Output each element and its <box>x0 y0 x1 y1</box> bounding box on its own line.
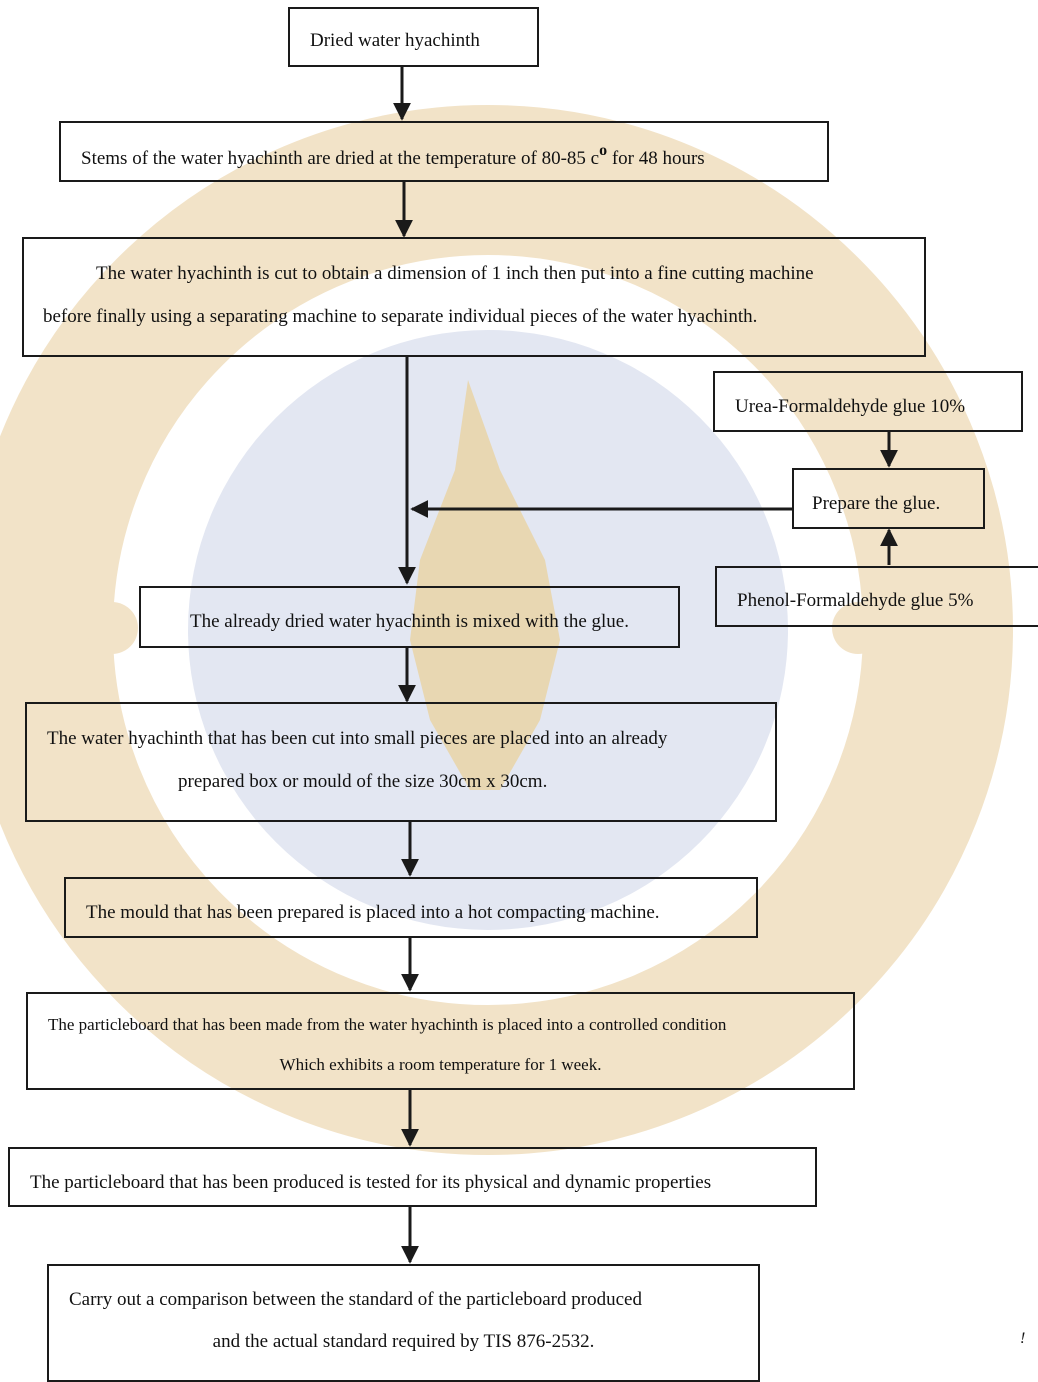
step-conditioning: The particleboard that has been made fro… <box>26 992 855 1090</box>
step-9-line-2: and the actual standard required by TIS … <box>212 1331 595 1352</box>
step-6-text: The mould that has been prepared is plac… <box>86 902 660 923</box>
stray-mark: ! <box>1020 1330 1026 1347</box>
step-drying: Stems of the water hyachinth are dried a… <box>59 121 829 182</box>
urea-glue-text: Urea-Formaldehyde glue 10% <box>735 396 966 417</box>
phenol-glue-text: Phenol-Formaldehyde glue 5% <box>737 590 974 611</box>
step-hot-compacting: The mould that has been prepared is plac… <box>64 877 758 938</box>
step-7-line-1: The particleboard that has been made fro… <box>48 1015 727 1034</box>
step-4-text: The already dried water hyachinth is mix… <box>190 611 629 632</box>
step-5-line-1: The water hyachinth that has been cut in… <box>47 728 668 749</box>
step-dried-water-hyachinth: Dried water hyachinth <box>288 7 539 67</box>
phenol-glue-box: Phenol-Formaldehyde glue 5% <box>715 566 1038 627</box>
step-mixing: The already dried water hyachinth is mix… <box>139 586 680 648</box>
step-9-line-1: Carry out a comparison between the stand… <box>69 1289 642 1310</box>
step-2-text: Stems of the water hyachinth are dried a… <box>81 142 705 171</box>
step-7-line-2: Which exhibits a room temperature for 1 … <box>279 1055 602 1074</box>
seal-crown-shape <box>410 380 560 790</box>
step-5-line-2: prepared box or mould of the size 30cm x… <box>178 771 548 792</box>
step-2-text-tail: for 48 hours <box>607 148 705 169</box>
step-comparison: Carry out a comparison between the stand… <box>47 1264 760 1382</box>
urea-glue-box: Urea-Formaldehyde glue 10% <box>713 371 1023 432</box>
step-3-line-2: before finally using a separating machin… <box>43 306 758 327</box>
prepare-glue-text: Prepare the glue. <box>812 493 941 514</box>
seal-right-ornament <box>832 602 884 654</box>
step-cutting: The water hyachinth is cut to obtain a d… <box>22 237 926 357</box>
step-2-text-main: Stems of the water hyachinth are dried a… <box>81 148 600 169</box>
prepare-glue-box: Prepare the glue. <box>792 468 985 529</box>
step-1-text: Dried water hyachinth <box>310 30 480 51</box>
step-moulding: The water hyachinth that has been cut in… <box>25 702 777 822</box>
step-3-line-1: The water hyachinth is cut to obtain a d… <box>96 263 814 284</box>
degree-superscript: o <box>599 142 608 159</box>
seal-left-ornament <box>86 602 138 654</box>
step-8-text: The particleboard that has been produced… <box>30 1172 712 1193</box>
step-testing: The particleboard that has been produced… <box>8 1147 817 1207</box>
